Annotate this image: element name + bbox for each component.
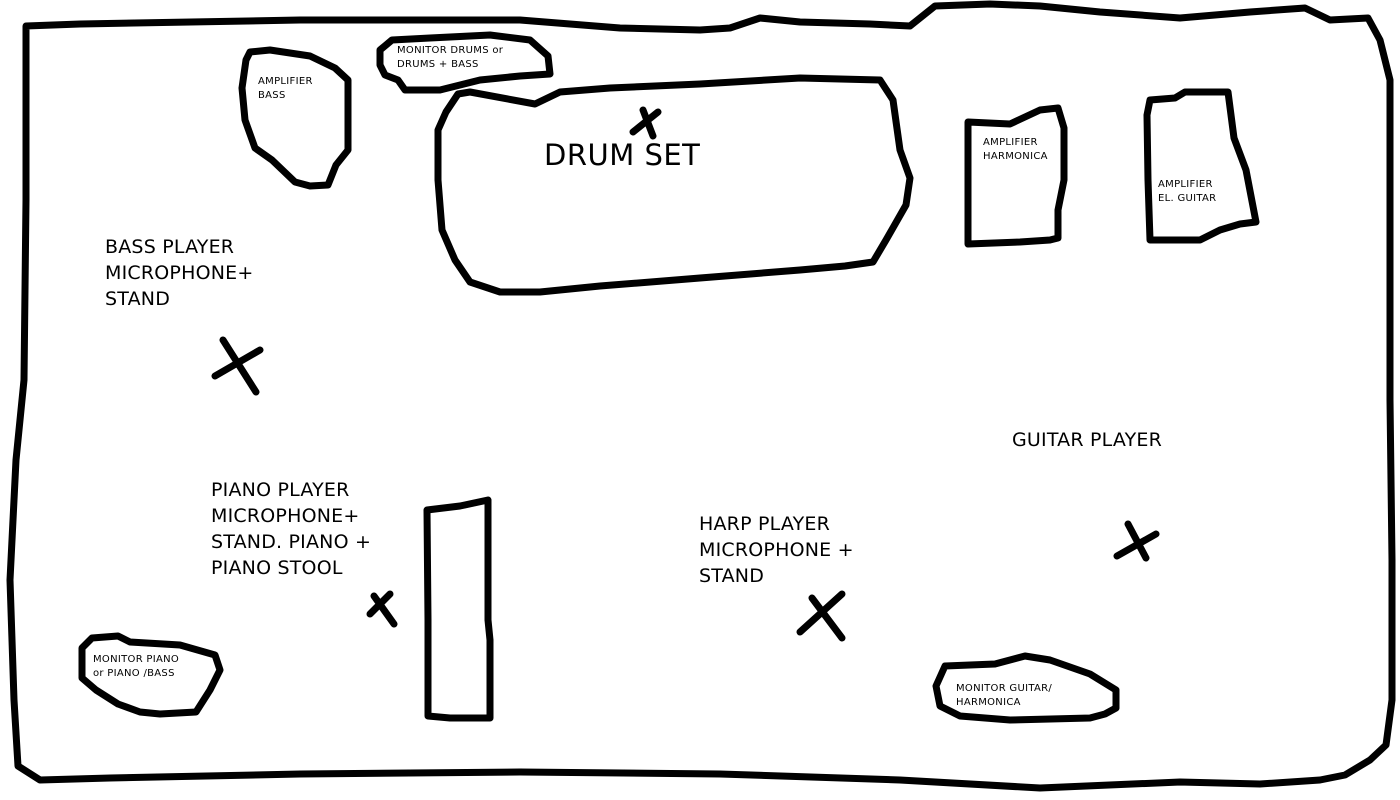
harp-player-label: HARP PLAYER MICROPHONE + STAND [699,513,854,587]
monitor-guitar-label: MONITOR GUITAR/ HARMONICA [956,683,1053,708]
amplifier-harmonica-label: AMPLIFIER HARMONICA [983,137,1048,162]
bass-player-label: BASS PLAYER MICROPHONE+ STAND [105,236,254,310]
drummer-x-mark [629,106,662,140]
piano-player-label: PIANO PLAYER MICROPHONE+ STAND. PIANO + … [211,479,372,579]
bass-player-x-mark [211,336,264,396]
guitar-player-label: GUITAR PLAYER [1012,429,1163,451]
monitor-drums-label: MONITOR DRUMS or DRUMS + BASS [397,45,504,70]
drum-set-label: DRUM SET [544,138,701,172]
drum-set-outline [434,74,914,296]
guitar-player-x-mark [1113,520,1160,562]
amplifier-guitar-outline [1143,88,1260,244]
piano-outline [423,496,494,722]
amplifier-guitar-label: AMPLIFIER EL. GUITAR [1158,179,1217,204]
amplifier-harmonica-outline [964,104,1068,248]
stage-outline [6,0,1396,792]
monitor-guitar-outline [932,652,1120,724]
monitor-drums-outline [376,31,554,94]
monitor-piano-label: MONITOR PIANO or PIANO /BASS [93,654,180,679]
harp-player-x-mark [796,590,846,642]
monitor-piano-outline [78,632,224,718]
amplifier-bass-label: AMPLIFIER BASS [258,76,313,101]
amplifier-bass-outline [238,46,352,190]
piano-player-x-mark [366,590,398,628]
